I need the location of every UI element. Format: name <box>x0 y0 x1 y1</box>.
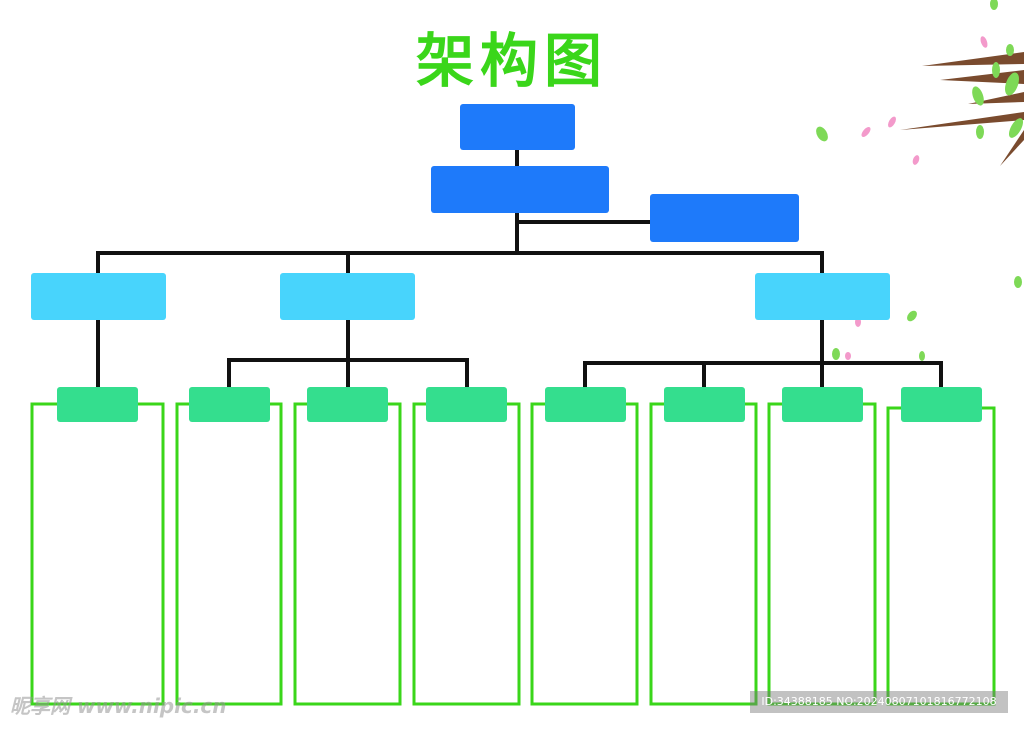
panel-2 <box>175 402 283 706</box>
panel-3 <box>293 402 402 706</box>
node-assistant <box>650 194 799 242</box>
node-dept-3 <box>755 273 890 320</box>
panel-4 <box>412 402 521 706</box>
top-level-boxes <box>431 104 799 242</box>
panel-8 <box>886 406 996 706</box>
tree-branch-decoration <box>816 0 1024 361</box>
leaf <box>992 62 1000 78</box>
connectors <box>96 150 943 388</box>
node-dept-1 <box>31 273 166 320</box>
team-boxes <box>57 387 982 422</box>
node-team-3 <box>307 387 388 422</box>
leaf <box>990 0 998 10</box>
watermark-site: 昵享网 www.nipic.cn <box>10 694 227 718</box>
leaf <box>816 126 828 142</box>
page-title: 架构图 <box>415 27 608 95</box>
node-top <box>460 104 575 150</box>
node-dept-2 <box>280 273 415 320</box>
branch-4 <box>900 112 1024 130</box>
petal <box>888 116 896 128</box>
panel-6 <box>649 402 758 706</box>
node-team-2 <box>189 387 270 422</box>
branch-1 <box>922 52 1024 66</box>
petal <box>912 155 920 165</box>
petal <box>861 127 871 137</box>
node-second <box>431 166 609 213</box>
petal <box>845 352 851 360</box>
leaf <box>1014 276 1022 288</box>
panel-7 <box>767 402 877 706</box>
leaf <box>1005 72 1019 96</box>
leaf <box>972 86 984 106</box>
panel-1 <box>30 402 165 706</box>
node-team-4 <box>426 387 507 422</box>
panels <box>30 402 996 706</box>
watermark-id: ID:34388185 NO:20240807101816772108 <box>750 691 1008 713</box>
node-team-8 <box>901 387 982 422</box>
leaf <box>832 348 840 360</box>
node-team-7 <box>782 387 863 422</box>
panel-5 <box>530 402 639 706</box>
branch-2 <box>940 70 1024 84</box>
petal <box>980 36 988 48</box>
department-boxes <box>31 273 890 320</box>
node-team-5 <box>545 387 626 422</box>
leaf <box>907 310 917 322</box>
node-team-1 <box>57 387 138 422</box>
leaf <box>1006 44 1014 56</box>
branch-5 <box>1000 130 1024 166</box>
leaf <box>919 351 925 361</box>
leaf <box>976 125 984 139</box>
leaf <box>1009 118 1023 138</box>
node-team-6 <box>664 387 745 422</box>
